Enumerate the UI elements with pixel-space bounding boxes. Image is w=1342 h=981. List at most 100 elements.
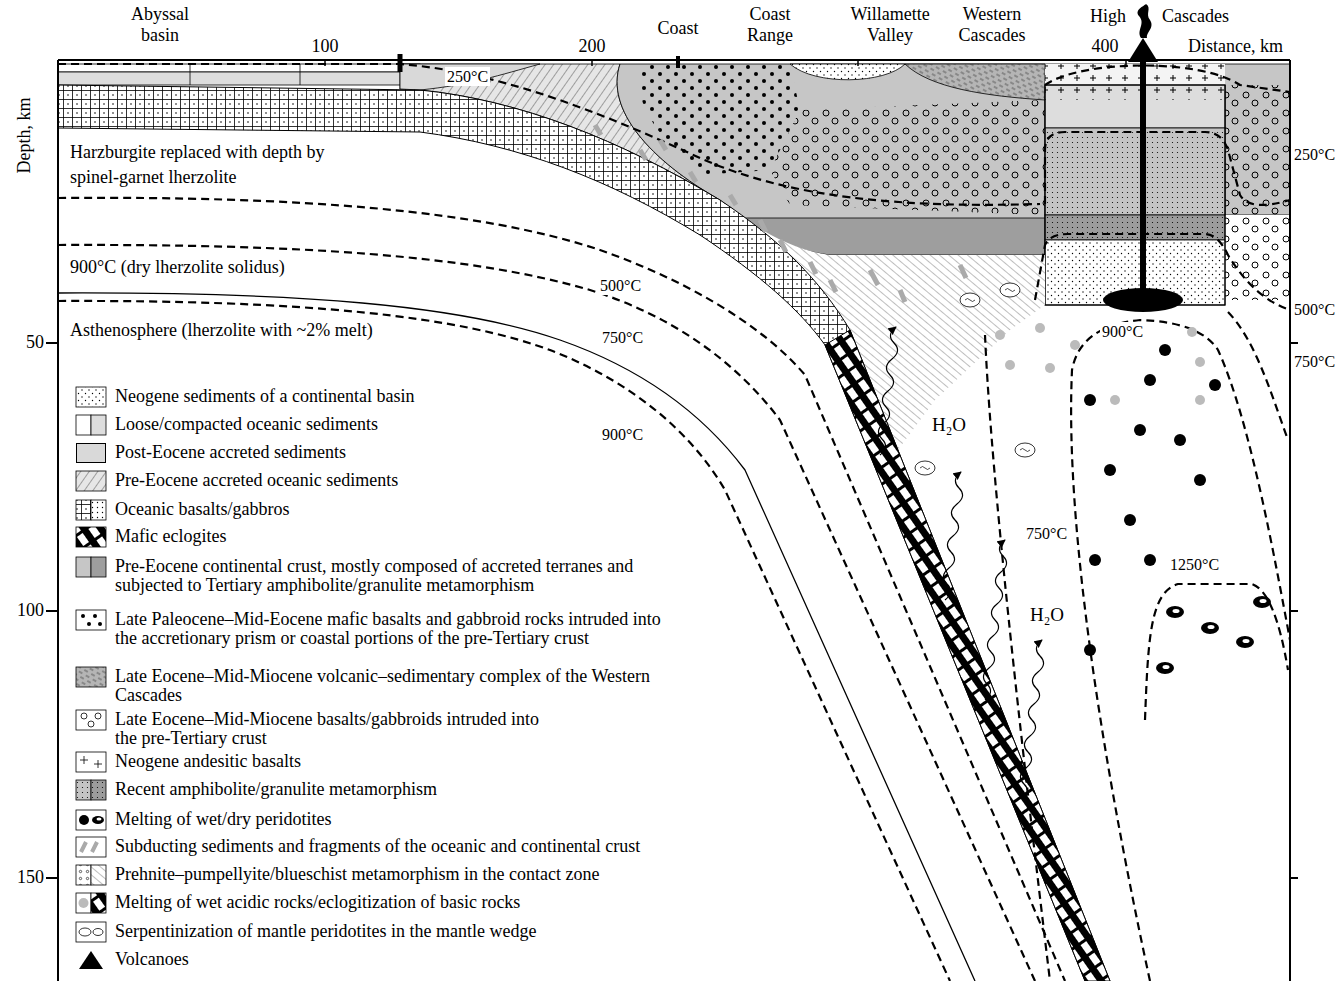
subducting-fragment [730,195,736,205]
isotherm-label: 750°C [1294,352,1335,371]
depth-tick-label: 100 [4,600,44,621]
legend-text: Volcanoes [115,950,189,969]
axes [46,54,1298,981]
legend-text: Neogene sediments of a continental basin [115,387,414,406]
wet-acidic-melt-dot [1110,395,1120,405]
legend-swatches [79,928,91,936]
legend-swatches [79,898,89,908]
isotherm-label: 1250°C [1168,555,1221,574]
legend-swatches [93,614,97,618]
axis-title: Distance, km [1188,36,1283,57]
legend-swatches [76,922,106,942]
oceanic-sediments [58,64,420,72]
legend-swatches [91,780,106,800]
serpentinite-body [1005,289,1015,292]
legend-swatches [81,614,85,618]
isotherm-label: 900°C [1100,322,1145,341]
legend-swatches [76,557,91,577]
axes [58,60,1290,981]
region-label: Willamette Valley [840,4,940,46]
continental-crust [905,64,1045,100]
region-label: Western Cascades [947,4,1037,46]
legend-swatches [79,815,89,825]
zone-label: Asthenosphere (lherzolite with ~2% melt) [70,320,373,341]
legend-swatches [91,893,106,913]
isotherm-label: 500°C [1294,300,1335,319]
region-label: Coast [648,18,708,39]
wet-peridotite-melt-dot [1144,554,1156,566]
oceanic-sediments [190,64,300,85]
isotherms [1045,132,1290,205]
dry-peridotite-melt [1173,609,1180,613]
legend-text: Melting of wet/dry peridotites [115,810,331,829]
water-flux-label: H₂O [1028,604,1066,626]
volcano [1138,4,1152,38]
isotherms [58,64,1040,205]
legend-text: Oceanic basalts/gabbros [115,500,289,519]
wet-acidic-melt-dot [1195,395,1205,405]
dry-peridotite-melt [1156,662,1174,674]
region-label: Cascades [1162,6,1229,27]
isotherm-label: 250°C [1294,145,1335,164]
wet-peridotite-melt-dot [1144,374,1156,386]
legend-swatches [98,622,102,626]
legend-swatches [76,527,106,547]
dry-peridotite-melt [1243,639,1250,643]
legend-text: Late Eocene–Mid-Miocene volcanic–sedimen… [115,667,660,705]
legend-text: Pre-Eocene accreted oceanic sediments [115,471,398,490]
wet-peridotite-melt-dot [1124,514,1136,526]
wet-acidic-melt-dot [1070,340,1080,350]
wet-peridotite-melt-dot [1089,554,1101,566]
subducting-fragment [780,240,786,252]
legend-text: Serpentinization of mantle peridotites i… [115,922,536,941]
wet-peridotite-melt-dot [1209,379,1221,391]
dry-peridotite-melt [1163,665,1170,669]
volcano [1103,288,1183,312]
isotherms [1071,320,1290,981]
high-cascades-column [1045,85,1225,305]
legend-swatches [80,756,102,768]
legend-swatches [76,752,106,772]
subducting-fragment [870,270,878,285]
axes [398,54,403,72]
legend-text: Subducting sediments and fragments of th… [115,837,640,856]
continental-crust [790,64,905,80]
high-cascades-column [1045,128,1225,215]
high-cascades-column [1045,215,1225,240]
legend-text: Loose/compacted oceanic sediments [115,415,378,434]
water-flux-arrow [943,472,962,600]
serpentinite-body [920,467,930,470]
serpentinite-body [965,299,975,302]
legend-swatches [87,622,91,626]
eclogite-slab [825,330,1110,981]
legend-swatches [76,810,106,830]
legend-text: Prehnite–pumpellyite/blueschist metamorp… [115,865,599,884]
isotherm-label: 750°C [1024,524,1069,543]
isotherm-label: 500°C [598,276,643,295]
legend-text: Recent amphibolite/granulite metamorphis… [115,780,437,799]
legend-swatches [76,780,91,800]
subducting-fragment [830,280,836,292]
legend-swatches [88,721,94,727]
region-label: Abyssal basin [115,4,205,46]
legend-swatches [81,713,87,719]
legend-swatches [76,893,91,913]
wet-acidic-melt-dot [1195,357,1205,367]
legend-swatches [76,387,106,407]
dry-peridotite-melt [1236,636,1254,648]
water-flux-arrow [878,327,897,455]
isotherms [58,245,1035,981]
legend-swatches [91,557,106,577]
oceanic-crust-slab [58,85,1110,981]
continental-crust [638,64,800,175]
legend-swatch [76,443,106,463]
isotherms [1228,312,1288,440]
dry-peridotite-melt [1260,599,1267,603]
isotherm-label: 250°C [445,67,490,86]
high-cascades-column [1045,64,1225,305]
legend-swatches [93,929,103,936]
oceanic-sediments [58,64,420,85]
subducting-fragment [690,172,696,182]
wet-acidic-melt-dot [1187,327,1197,337]
legend-swatches [76,471,106,491]
